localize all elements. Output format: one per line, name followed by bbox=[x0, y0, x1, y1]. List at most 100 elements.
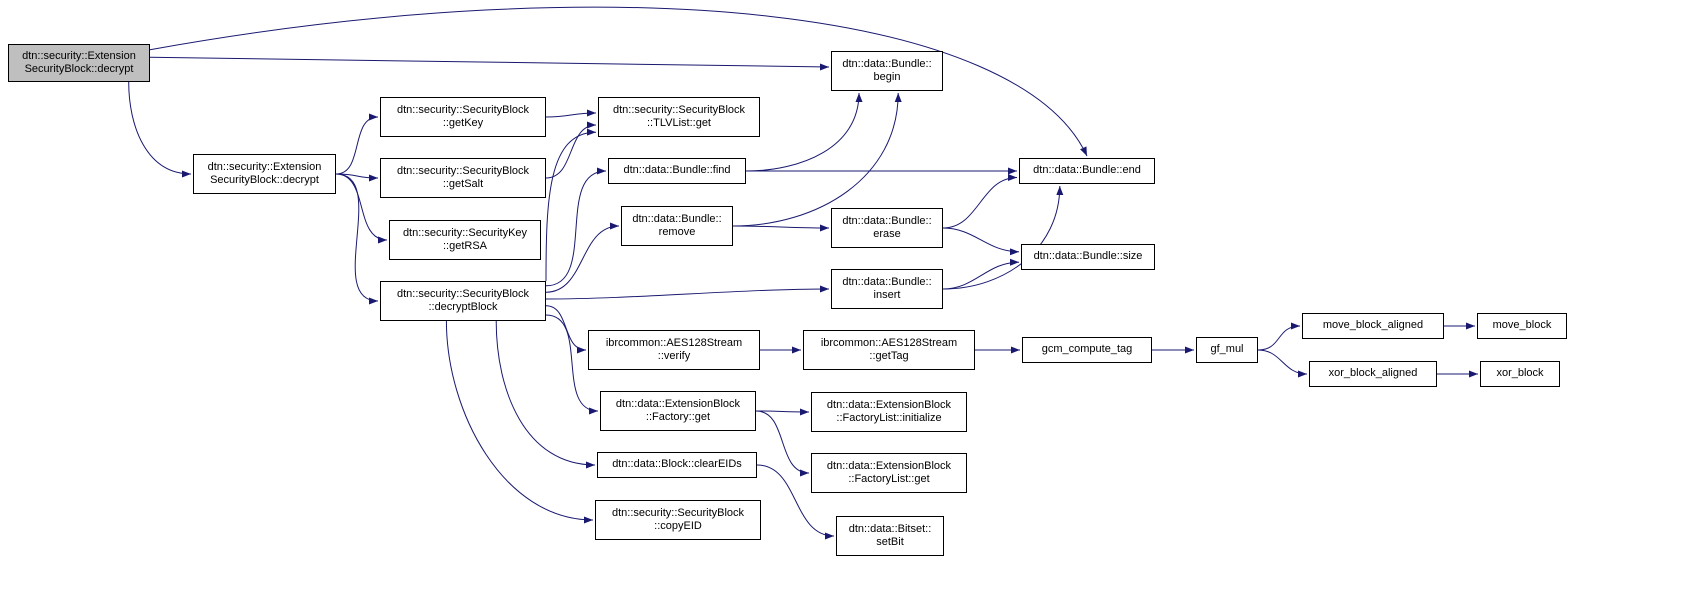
graph-node-tlv-get[interactable]: dtn::security::SecurityBlock::TLVList::g… bbox=[598, 97, 760, 137]
graph-node-aes-verify[interactable]: ibrcommon::AES128Stream::verify bbox=[588, 330, 760, 370]
graph-node-label: ::Factory::get bbox=[645, 411, 711, 423]
graph-node-label: xor_block_aligned bbox=[1328, 367, 1418, 380]
call-edge-bundle-insert--bundle-size bbox=[942, 258, 1020, 290]
graph-node-fl-initialize[interactable]: dtn::data::ExtensionBlock::FactoryList::… bbox=[811, 392, 967, 432]
graph-node-label: dtn::security::SecurityBlock bbox=[612, 103, 746, 116]
call-edge-bundle-remove--bundle-begin bbox=[732, 92, 902, 227]
graph-node-label: ibrcommon::AES128Stream bbox=[820, 336, 958, 349]
graph-node-sb-getsalt[interactable]: dtn::security::SecurityBlock::getSalt bbox=[380, 158, 546, 198]
graph-node-label: dtn::data::ExtensionBlock bbox=[826, 459, 952, 472]
graph-node-label: ::getKey bbox=[442, 117, 484, 129]
call-edge-sb-decryptblock--bundle-remove bbox=[545, 222, 620, 293]
graph-node-bundle-end[interactable]: dtn::data::Bundle::end bbox=[1019, 158, 1155, 184]
call-edge-sb-decryptblock--bundle-insert bbox=[545, 285, 830, 300]
call-edge-esb-decrypt--sb-getkey bbox=[335, 113, 379, 175]
graph-node-gcm-compute-tag[interactable]: gcm_compute_tag bbox=[1022, 337, 1152, 363]
graph-node-label: ::getTag bbox=[869, 350, 909, 362]
graph-node-xor-block[interactable]: xor_block bbox=[1480, 361, 1560, 387]
graph-node-label: dtn::data::Bundle:: bbox=[842, 214, 932, 227]
graph-node-label: xor_block bbox=[1496, 367, 1544, 380]
call-edge-esb-decrypt--sk-getrsa bbox=[335, 173, 388, 244]
call-edge-bundle-erase--bundle-size bbox=[942, 227, 1020, 256]
graph-node-label: dtn::data::ExtensionBlock bbox=[826, 398, 952, 411]
call-edge-block-cleareids--bitset-setbit bbox=[756, 464, 835, 540]
graph-node-bitset-setbit[interactable]: dtn::data::Bitset::setBit bbox=[836, 516, 944, 556]
graph-node-aes-gettag[interactable]: ibrcommon::AES128Stream::getTag bbox=[803, 330, 975, 370]
graph-node-label: ::FactoryList::initialize bbox=[836, 412, 942, 424]
call-edge-sb-getsalt--tlv-get bbox=[545, 121, 597, 179]
graph-node-label: setBit bbox=[876, 536, 904, 548]
graph-node-sk-getrsa[interactable]: dtn::security::SecurityKey::getRSA bbox=[389, 220, 541, 260]
call-edge-esb-decrypt-root--bundle-end bbox=[149, 6, 1088, 157]
graph-node-sb-getkey[interactable]: dtn::security::SecurityBlock::getKey bbox=[380, 97, 546, 137]
graph-node-block-cleareids[interactable]: dtn::data::Block::clearEIDs bbox=[597, 452, 757, 478]
graph-node-label: ::verify bbox=[657, 350, 691, 362]
graph-node-label: ::decryptBlock bbox=[428, 301, 498, 313]
graph-node-label: move_block_aligned bbox=[1322, 319, 1424, 332]
graph-node-label: dtn::security::SecurityBlock bbox=[611, 506, 745, 519]
graph-node-label: dtn::security::SecurityKey bbox=[402, 226, 528, 239]
graph-node-label: ::FactoryList::get bbox=[848, 473, 930, 485]
graph-node-label: dtn::data::ExtensionBlock bbox=[615, 397, 741, 410]
graph-node-gf-mul[interactable]: gf_mul bbox=[1196, 337, 1258, 363]
graph-node-label: remove bbox=[658, 226, 696, 238]
call-edge-sb-getkey--tlv-get bbox=[545, 109, 597, 118]
graph-node-eb-factory-get[interactable]: dtn::data::ExtensionBlock::Factory::get bbox=[600, 391, 756, 431]
graph-node-move-block-aligned[interactable]: move_block_aligned bbox=[1302, 313, 1444, 339]
graph-node-label: SecurityBlock::decrypt bbox=[210, 174, 319, 186]
call-edge-sb-decryptblock--block-cleareids bbox=[495, 320, 596, 469]
call-edge-sb-decryptblock--sb-copyeid bbox=[445, 320, 594, 524]
graph-node-label: ibrcommon::AES128Stream bbox=[605, 336, 743, 349]
graph-node-label: dtn::security::SecurityBlock bbox=[396, 103, 530, 116]
graph-node-fl-get[interactable]: dtn::data::ExtensionBlock::FactoryList::… bbox=[811, 453, 967, 493]
graph-node-label: erase bbox=[873, 228, 901, 240]
graph-node-label: dtn::security::Extension bbox=[207, 160, 322, 173]
graph-node-label: gf_mul bbox=[1210, 343, 1244, 356]
graph-node-label: dtn::data::Bundle::end bbox=[1033, 164, 1141, 177]
graph-node-label: dtn::security::SecurityBlock bbox=[396, 164, 530, 177]
graph-node-label: dtn::data::Bundle:: bbox=[842, 57, 932, 70]
graph-node-label: dtn::data::Bitset:: bbox=[848, 522, 932, 535]
call-edge-esb-decrypt--sb-decryptblock bbox=[335, 173, 379, 305]
call-edge-gf-mul--xor-block-aligned bbox=[1257, 349, 1308, 378]
graph-node-label: begin bbox=[873, 71, 901, 83]
graph-node-bundle-size[interactable]: dtn::data::Bundle::size bbox=[1021, 244, 1155, 270]
graph-node-label: dtn::data::Bundle:: bbox=[632, 212, 722, 225]
graph-node-label: dtn::data::Block::clearEIDs bbox=[612, 458, 742, 471]
call-edge-eb-factory-get--fl-initialize bbox=[755, 408, 810, 416]
graph-node-label: ::TLVList::get bbox=[647, 117, 711, 129]
call-edge-sb-decryptblock--eb-factory-get bbox=[545, 314, 599, 415]
call-edge-bundle-find--bundle-begin bbox=[745, 92, 863, 172]
graph-node-label: dtn::data::Bundle::find bbox=[623, 164, 731, 177]
graph-node-sb-decryptblock[interactable]: dtn::security::SecurityBlock::decryptBlo… bbox=[380, 281, 546, 321]
call-edge-eb-factory-get--fl-get bbox=[755, 410, 810, 477]
graph-node-label: ::getRSA bbox=[442, 240, 488, 252]
graph-node-move-block[interactable]: move_block bbox=[1477, 313, 1567, 339]
call-edge-bundle-erase--bundle-end bbox=[942, 174, 1018, 229]
graph-node-label: gcm_compute_tag bbox=[1041, 343, 1133, 356]
graph-node-label: dtn::data::Bundle:: bbox=[842, 275, 932, 288]
graph-node-xor-block-aligned[interactable]: xor_block_aligned bbox=[1309, 361, 1437, 387]
graph-node-label: ::copyEID bbox=[654, 520, 702, 532]
graph-node-label: insert bbox=[873, 289, 901, 301]
graph-node-label: dtn::security::Extension bbox=[22, 49, 136, 62]
graph-node-bundle-remove[interactable]: dtn::data::Bundle::remove bbox=[621, 206, 733, 246]
graph-node-bundle-find[interactable]: dtn::data::Bundle::find bbox=[608, 158, 746, 184]
call-edge-sb-decryptblock--bundle-find bbox=[545, 167, 607, 287]
graph-node-bundle-insert[interactable]: dtn::data::Bundle::insert bbox=[831, 269, 943, 309]
graph-node-bundle-erase[interactable]: dtn::data::Bundle::erase bbox=[831, 208, 943, 248]
graph-node-sb-copyeid[interactable]: dtn::security::SecurityBlock::copyEID bbox=[595, 500, 761, 540]
call-edge-bundle-remove--bundle-erase bbox=[732, 224, 830, 232]
graph-node-label: move_block bbox=[1492, 319, 1552, 332]
graph-node-label: SecurityBlock::decrypt bbox=[24, 63, 134, 75]
call-edge-sb-decryptblock--tlv-get bbox=[545, 128, 597, 282]
call-edge-bundle-insert--bundle-end bbox=[942, 185, 1064, 290]
graph-node-bundle-begin[interactable]: dtn::data::Bundle::begin bbox=[831, 51, 943, 91]
graph-node-label: ::getSalt bbox=[442, 178, 484, 190]
graph-node-label: dtn::data::Bundle::size bbox=[1033, 250, 1143, 263]
call-edge-gf-mul--move-block-aligned bbox=[1257, 322, 1301, 351]
